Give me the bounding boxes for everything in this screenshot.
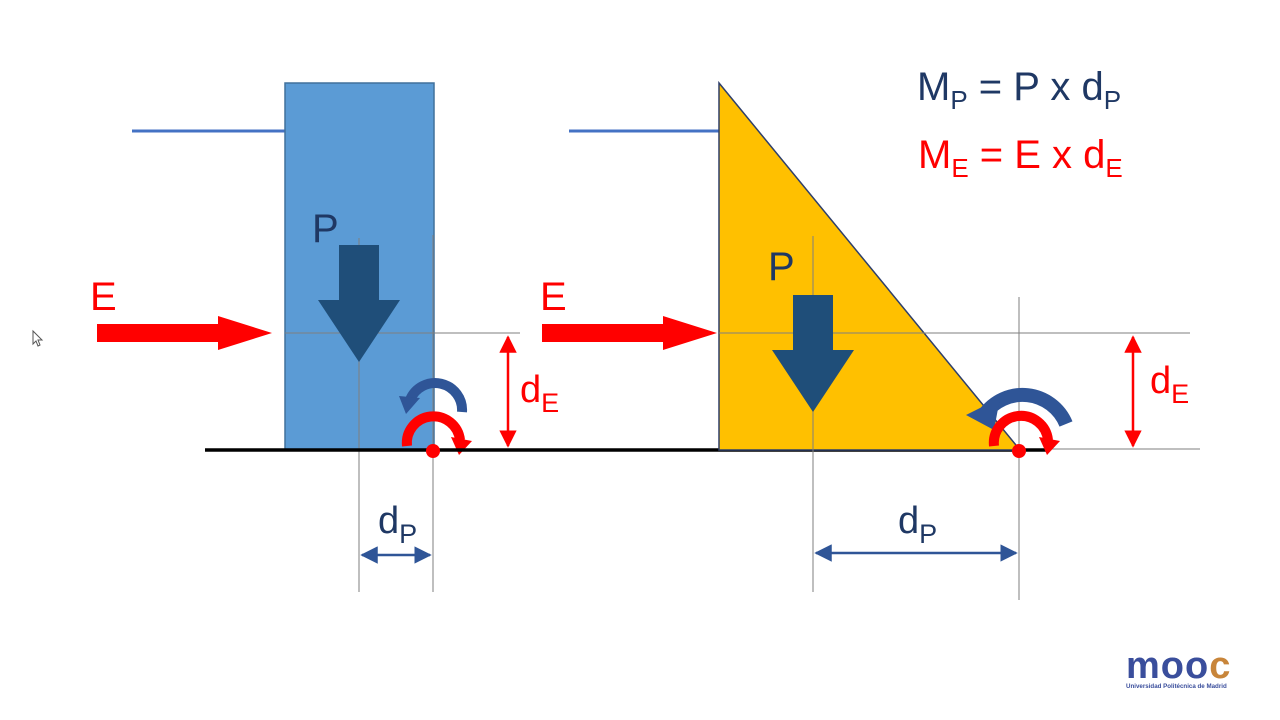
weight-arm-label-left: dP bbox=[378, 500, 417, 549]
pivot-point-right bbox=[1012, 444, 1026, 458]
weight-label-right: P bbox=[768, 245, 795, 289]
thrust-moment-formula: ME = E x dE bbox=[918, 133, 1123, 183]
logo-tagline: Universidad Politécnica de Madrid bbox=[1126, 683, 1227, 690]
logo-letter-o2: o bbox=[1185, 645, 1209, 687]
stabilizing-moment-arrowhead-right bbox=[966, 398, 1000, 430]
overturning-moment-arrowhead-right bbox=[1039, 437, 1060, 455]
pivot-point-left bbox=[426, 444, 440, 458]
stabilizing-moment-arrowhead-left bbox=[399, 396, 420, 414]
mooc-logo: mooc Universidad Politécnica de Madrid bbox=[1126, 645, 1231, 690]
weight-arm-label-right: dP bbox=[898, 500, 937, 549]
weight-label-left: P bbox=[312, 207, 339, 251]
logo-letter-c: c bbox=[1209, 645, 1231, 687]
triangle-wall-diagram: P E dE dP bbox=[540, 80, 1190, 600]
logo-letter-m: m bbox=[1126, 645, 1161, 687]
weight-arrow-right bbox=[772, 295, 854, 412]
rect-wall-diagram: P E dE dP bbox=[90, 82, 559, 592]
overturning-moment-arrowhead-left bbox=[451, 437, 472, 455]
thrust-arrow-right bbox=[542, 316, 717, 350]
thrust-label-right: E bbox=[540, 275, 567, 319]
logo-wordmark: mooc bbox=[1126, 645, 1231, 687]
thrust-arrow-left bbox=[97, 316, 272, 350]
weight-moment-formula: MP = P x dP bbox=[917, 65, 1121, 115]
thrust-label-left: E bbox=[90, 275, 117, 319]
logo-letter-o1: o bbox=[1161, 645, 1185, 687]
mouse-pointer-icon bbox=[32, 329, 44, 347]
thrust-arm-label-left: dE bbox=[520, 369, 559, 418]
overturning-moment-arc-right bbox=[988, 410, 1053, 447]
stabilizing-moment-arc-left bbox=[405, 378, 468, 413]
overturning-moment-arc-left bbox=[401, 411, 465, 447]
thrust-arm-label-right: dE bbox=[1150, 360, 1189, 409]
weight-arrow-left bbox=[318, 245, 400, 362]
